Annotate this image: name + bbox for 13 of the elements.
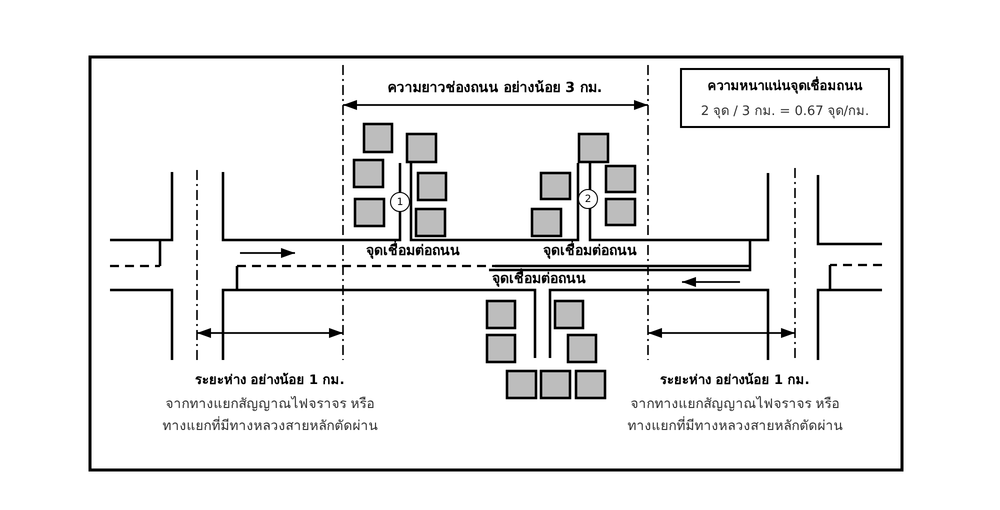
info-heading: ความหนาแน่นจุดเชื่อมถนน: [708, 75, 862, 96]
distance-label: ระยะห่าง อย่างน้อย 1 กม.: [195, 372, 345, 390]
dimension-label: ความยาวช่องถนน อย่างน้อย 3 กม.: [388, 79, 602, 97]
junction-label: จุดเชื่อมต่อถนน: [543, 242, 637, 260]
junction-label: จุดเชื่อมต่อถนน: [492, 270, 586, 288]
callout-number: 2: [578, 189, 598, 209]
distance-note: จากทางแยกสัญญาณไฟจราจร หรือ ทางแยกที่มีทางหลวงสายหลักตัดผ่าน: [628, 395, 842, 436]
junction-label: จุดเชื่อมต่อถนน: [366, 242, 460, 260]
info-box: [680, 68, 890, 128]
distance-label: ระยะห่าง อย่างน้อย 1 กม.: [660, 372, 810, 390]
callout-number: 1: [390, 192, 410, 212]
info-text: 2 จุด / 3 กม. = 0.67 จุด/กม.: [700, 103, 870, 121]
distance-note: จากทางแยกสัญญาณไฟจราจร หรือ ทางแยกที่มีทางหลวงสายหลักตัดผ่าน: [162, 395, 378, 436]
